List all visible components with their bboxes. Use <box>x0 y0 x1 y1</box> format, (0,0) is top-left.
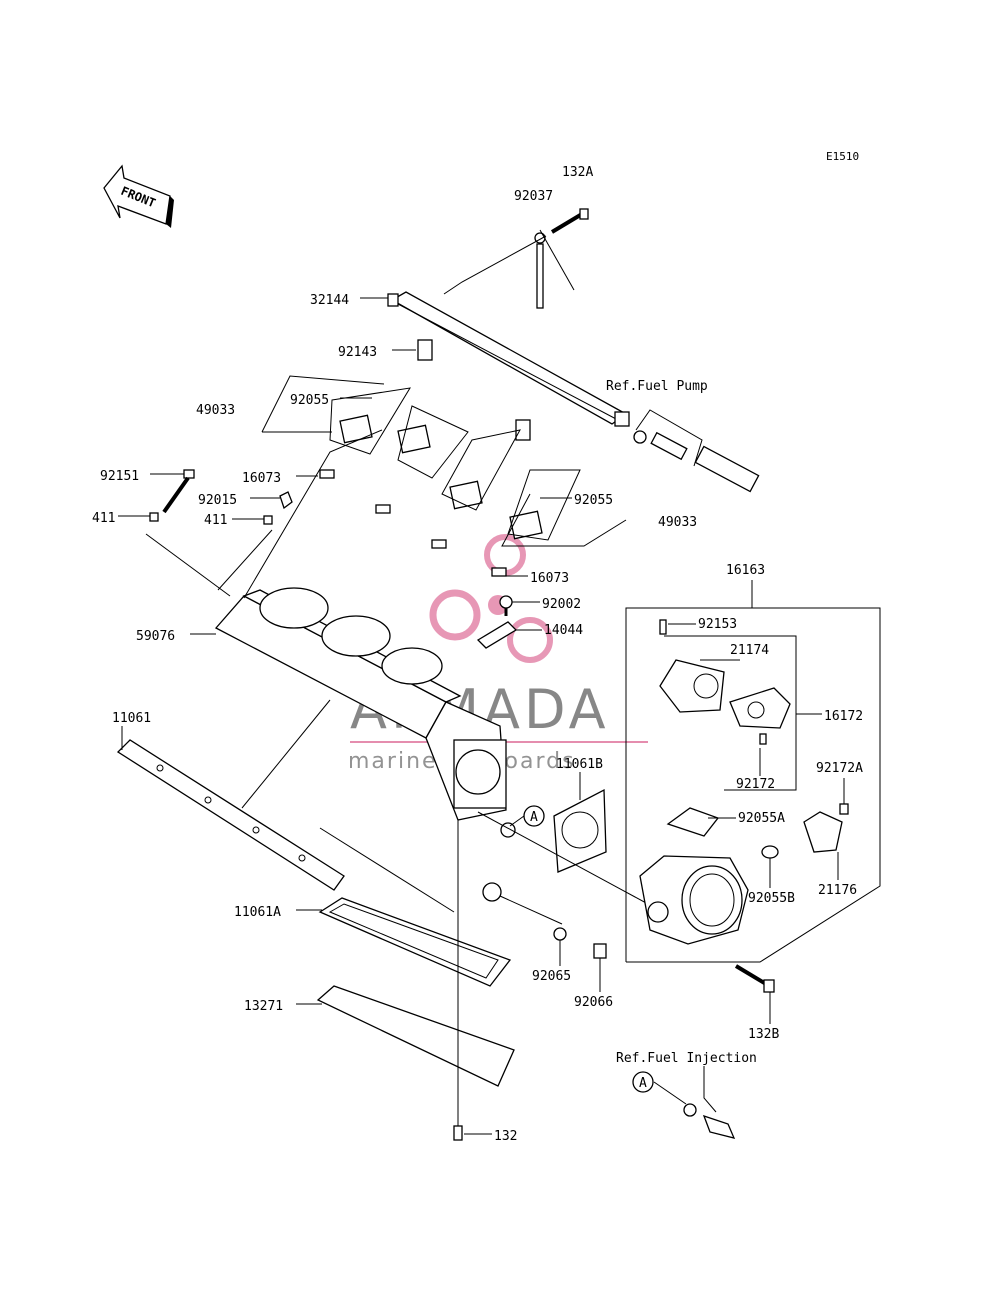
label-132a: 132A <box>562 165 593 180</box>
gasket-11061a <box>318 897 512 987</box>
label-411-b: 411 <box>204 513 227 528</box>
label-92015: 92015 <box>198 493 237 508</box>
label-16163: 16163 <box>726 563 765 578</box>
label-92055-b: 92055 <box>574 493 613 508</box>
diagram-code: E1510 <box>826 150 859 163</box>
label-32144: 32144 <box>310 293 349 308</box>
clip-92015 <box>279 491 293 510</box>
screw-92153 <box>659 619 667 635</box>
ref-fuel-pump: Ref.Fuel Pump <box>606 379 708 394</box>
fuel-injection-sensor <box>683 1103 736 1139</box>
label-132b: 132B <box>748 1027 779 1042</box>
fuel-rail <box>387 291 630 427</box>
screw-92172 <box>759 733 767 745</box>
callout-a-2: A <box>632 1071 654 1093</box>
label-49033-a: 49033 <box>196 403 235 418</box>
label-92037: 92037 <box>514 189 553 204</box>
bolt-132b <box>734 964 775 993</box>
label-11061: 11061 <box>112 711 151 726</box>
gasket-92055a <box>666 807 720 837</box>
label-92055b: 92055B <box>748 891 795 906</box>
label-132: 132 <box>494 1129 517 1144</box>
label-92172a: 92172A <box>816 761 863 776</box>
label-92172: 92172 <box>736 777 775 792</box>
injectors <box>319 339 543 577</box>
label-16172: 16172 <box>824 709 863 724</box>
label-92066: 92066 <box>574 995 613 1010</box>
label-92153: 92153 <box>698 617 737 632</box>
label-49033-b: 49033 <box>658 515 697 530</box>
label-411-a: 411 <box>92 511 115 526</box>
throttle-body <box>639 855 749 945</box>
gasket-11061 <box>116 739 345 891</box>
grommet-411-b <box>263 515 273 525</box>
watermark-logo <box>429 534 553 663</box>
label-92065: 92065 <box>532 969 571 984</box>
label-11061a: 11061A <box>234 905 281 920</box>
callout-a-1: A <box>523 805 545 827</box>
cover-13271 <box>316 985 515 1087</box>
fuel-hose <box>633 430 760 493</box>
label-14044: 14044 <box>544 623 583 638</box>
bolt-92151 <box>162 469 195 514</box>
screw-92172a <box>839 803 849 815</box>
callout-a-2-label: A <box>639 1076 647 1091</box>
ref-fuel-injection: Ref.Fuel Injection <box>616 1051 757 1066</box>
valve-16172 <box>729 687 791 729</box>
grommet-411-a <box>149 512 159 522</box>
sensor-housing-21174 <box>659 659 725 713</box>
label-59076: 59076 <box>136 629 175 644</box>
label-11061b: 11061B <box>556 757 603 772</box>
label-92143: 92143 <box>338 345 377 360</box>
gasket-11061b <box>553 788 607 873</box>
callout-a-1-label: A <box>530 810 538 825</box>
o-ring-92065 <box>553 927 567 941</box>
front-arrow-icon: FRONT <box>103 164 174 228</box>
label-13271: 13271 <box>244 999 283 1014</box>
label-92055-a: 92055 <box>290 393 329 408</box>
label-92002: 92002 <box>542 597 581 612</box>
rod-92037 <box>534 232 546 309</box>
bolt-132a <box>550 208 589 234</box>
label-16073-a: 16073 <box>242 471 281 486</box>
label-16073-b: 16073 <box>530 571 569 586</box>
label-92055a: 92055A <box>738 811 785 826</box>
label-21174: 21174 <box>730 643 769 658</box>
sensor-21176 <box>803 811 843 853</box>
o-ring-92055b <box>761 845 779 859</box>
plug-92066 <box>593 943 607 959</box>
label-21176: 21176 <box>818 883 857 898</box>
label-92151: 92151 <box>100 469 139 484</box>
bolt-132 <box>453 1125 463 1141</box>
intake-manifold <box>214 587 516 902</box>
